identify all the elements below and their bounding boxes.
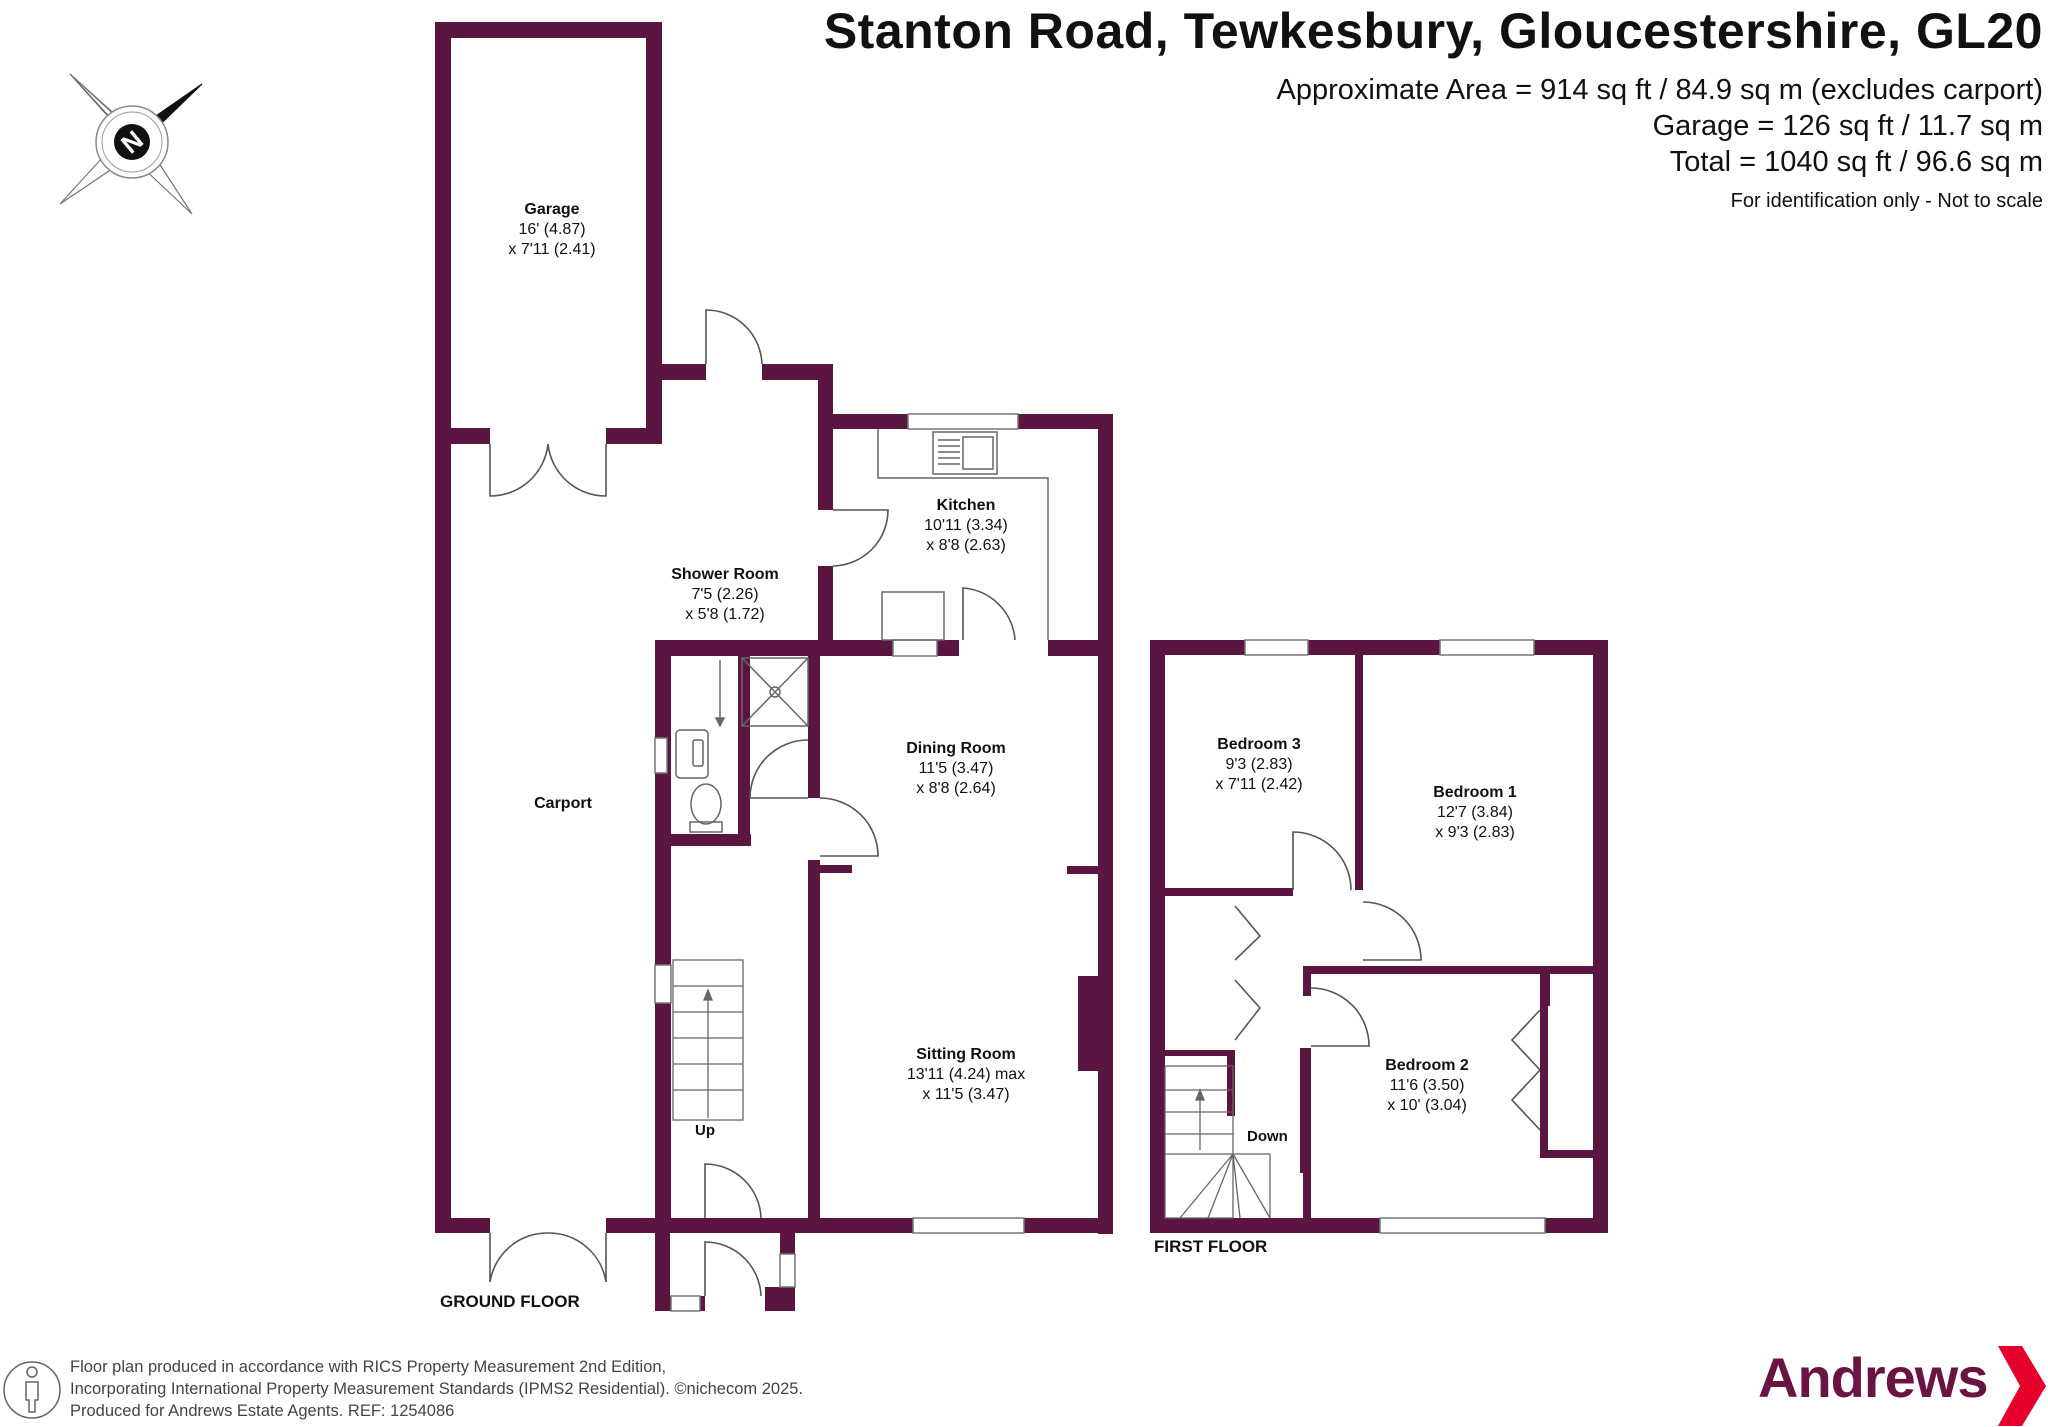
room-bedroom-1: Bedroom 1 12'7 (3.84) x 9'3 (2.83) [1433, 783, 1517, 843]
footer-line: Produced for Andrews Estate Agents. REF:… [70, 1402, 455, 1420]
room-bedroom-2: Bedroom 2 11'6 (3.50) x 10' (3.04) [1385, 1056, 1469, 1116]
room-dim: 13'11 (4.24) max [906, 1066, 1026, 1083]
chevron-right-icon [1998, 1346, 2046, 1426]
footer-line: Floor plan produced in accordance with R… [70, 1358, 667, 1376]
room-dim: 11'6 (3.50) [1389, 1077, 1465, 1094]
room-dim: x 10' (3.04) [1387, 1097, 1467, 1114]
room-dim: x 5'8 (1.72) [685, 606, 765, 623]
room-name: Bedroom 2 [1385, 1057, 1469, 1074]
shower-fittings [675, 657, 809, 833]
room-dim: 9'3 (2.83) [1225, 756, 1293, 773]
room-dim: 16' (4.87) [518, 221, 586, 238]
room-dim: 11'5 (3.47) [918, 760, 994, 777]
room-name: Carport [534, 795, 592, 812]
stairs-down-label: Down [1247, 1128, 1288, 1145]
room-name: Dining Room [906, 740, 1006, 757]
room-name: Shower Room [671, 566, 779, 583]
page-title: Stanton Road, Tewkesbury, Gloucestershir… [823, 3, 2043, 59]
room-dim: x 11'5 (3.47) [922, 1086, 1010, 1103]
room-dim: x 7'11 (2.41) [508, 241, 596, 258]
area-approx: Approximate Area = 914 sq ft / 84.9 sq m… [1276, 74, 2043, 106]
room-name: Sitting Room [916, 1046, 1016, 1063]
footer-line: Incorporating International Property Mea… [70, 1380, 804, 1398]
room-kitchen: Kitchen 10'11 (3.34) x 8'8 (2.63) [924, 496, 1008, 556]
room-dim: x 7'11 (2.42) [1215, 776, 1303, 793]
brand-logo: Andrews [1758, 1346, 1988, 1409]
room-dim: 10'11 (3.34) [924, 517, 1008, 534]
room-dim: 7'5 (2.26) [691, 586, 759, 603]
room-dim: x 8'8 (2.63) [926, 537, 1006, 554]
room-bedroom-3: Bedroom 3 9'3 (2.83) x 7'11 (2.42) [1215, 735, 1302, 795]
room-dim: x 8'8 (2.64) [916, 780, 996, 797]
room-name: Garage [524, 201, 580, 218]
room-shower-room: Shower Room 7'5 (2.26) x 5'8 (1.72) [671, 565, 779, 625]
first-floor-label: FIRST FLOOR [1154, 1237, 1268, 1256]
room-name: Bedroom 3 [1217, 736, 1301, 753]
doors [489, 309, 1541, 1297]
person-icon [3, 1361, 61, 1419]
area-garage: Garage = 126 sq ft / 11.7 sq m [1652, 110, 2043, 142]
stairs-up [672, 959, 744, 1121]
room-garage: Garage 16' (4.87) x 7'11 (2.41) [508, 200, 595, 260]
room-dining-room: Dining Room 11'5 (3.47) x 8'8 (2.64) [906, 739, 1006, 799]
room-dim: 12'7 (3.84) [1436, 804, 1513, 821]
area-total: Total = 1040 sq ft / 96.6 sq m [1669, 146, 2043, 178]
room-carport: Carport [534, 794, 592, 814]
stairs-up-label: Up [695, 1122, 715, 1139]
stairs-down [1164, 1065, 1271, 1219]
room-name: Bedroom 1 [1433, 784, 1517, 801]
disclaimer: For identification only - Not to scale [1730, 190, 2043, 212]
room-dim: x 9'3 (2.83) [1435, 824, 1515, 841]
room-name: Kitchen [936, 497, 996, 514]
walls [435, 22, 1608, 1311]
ground-floor-label: GROUND FLOOR [440, 1292, 580, 1311]
kitchen-fittings [877, 429, 1049, 641]
north-compass-icon: N [59, 73, 203, 215]
room-sitting-room: Sitting Room 13'11 (4.24) max x 11'5 (3.… [907, 1045, 1025, 1105]
footer-notes: Floor plan produced in accordance with R… [70, 1356, 803, 1422]
windows [654, 413, 1546, 1312]
